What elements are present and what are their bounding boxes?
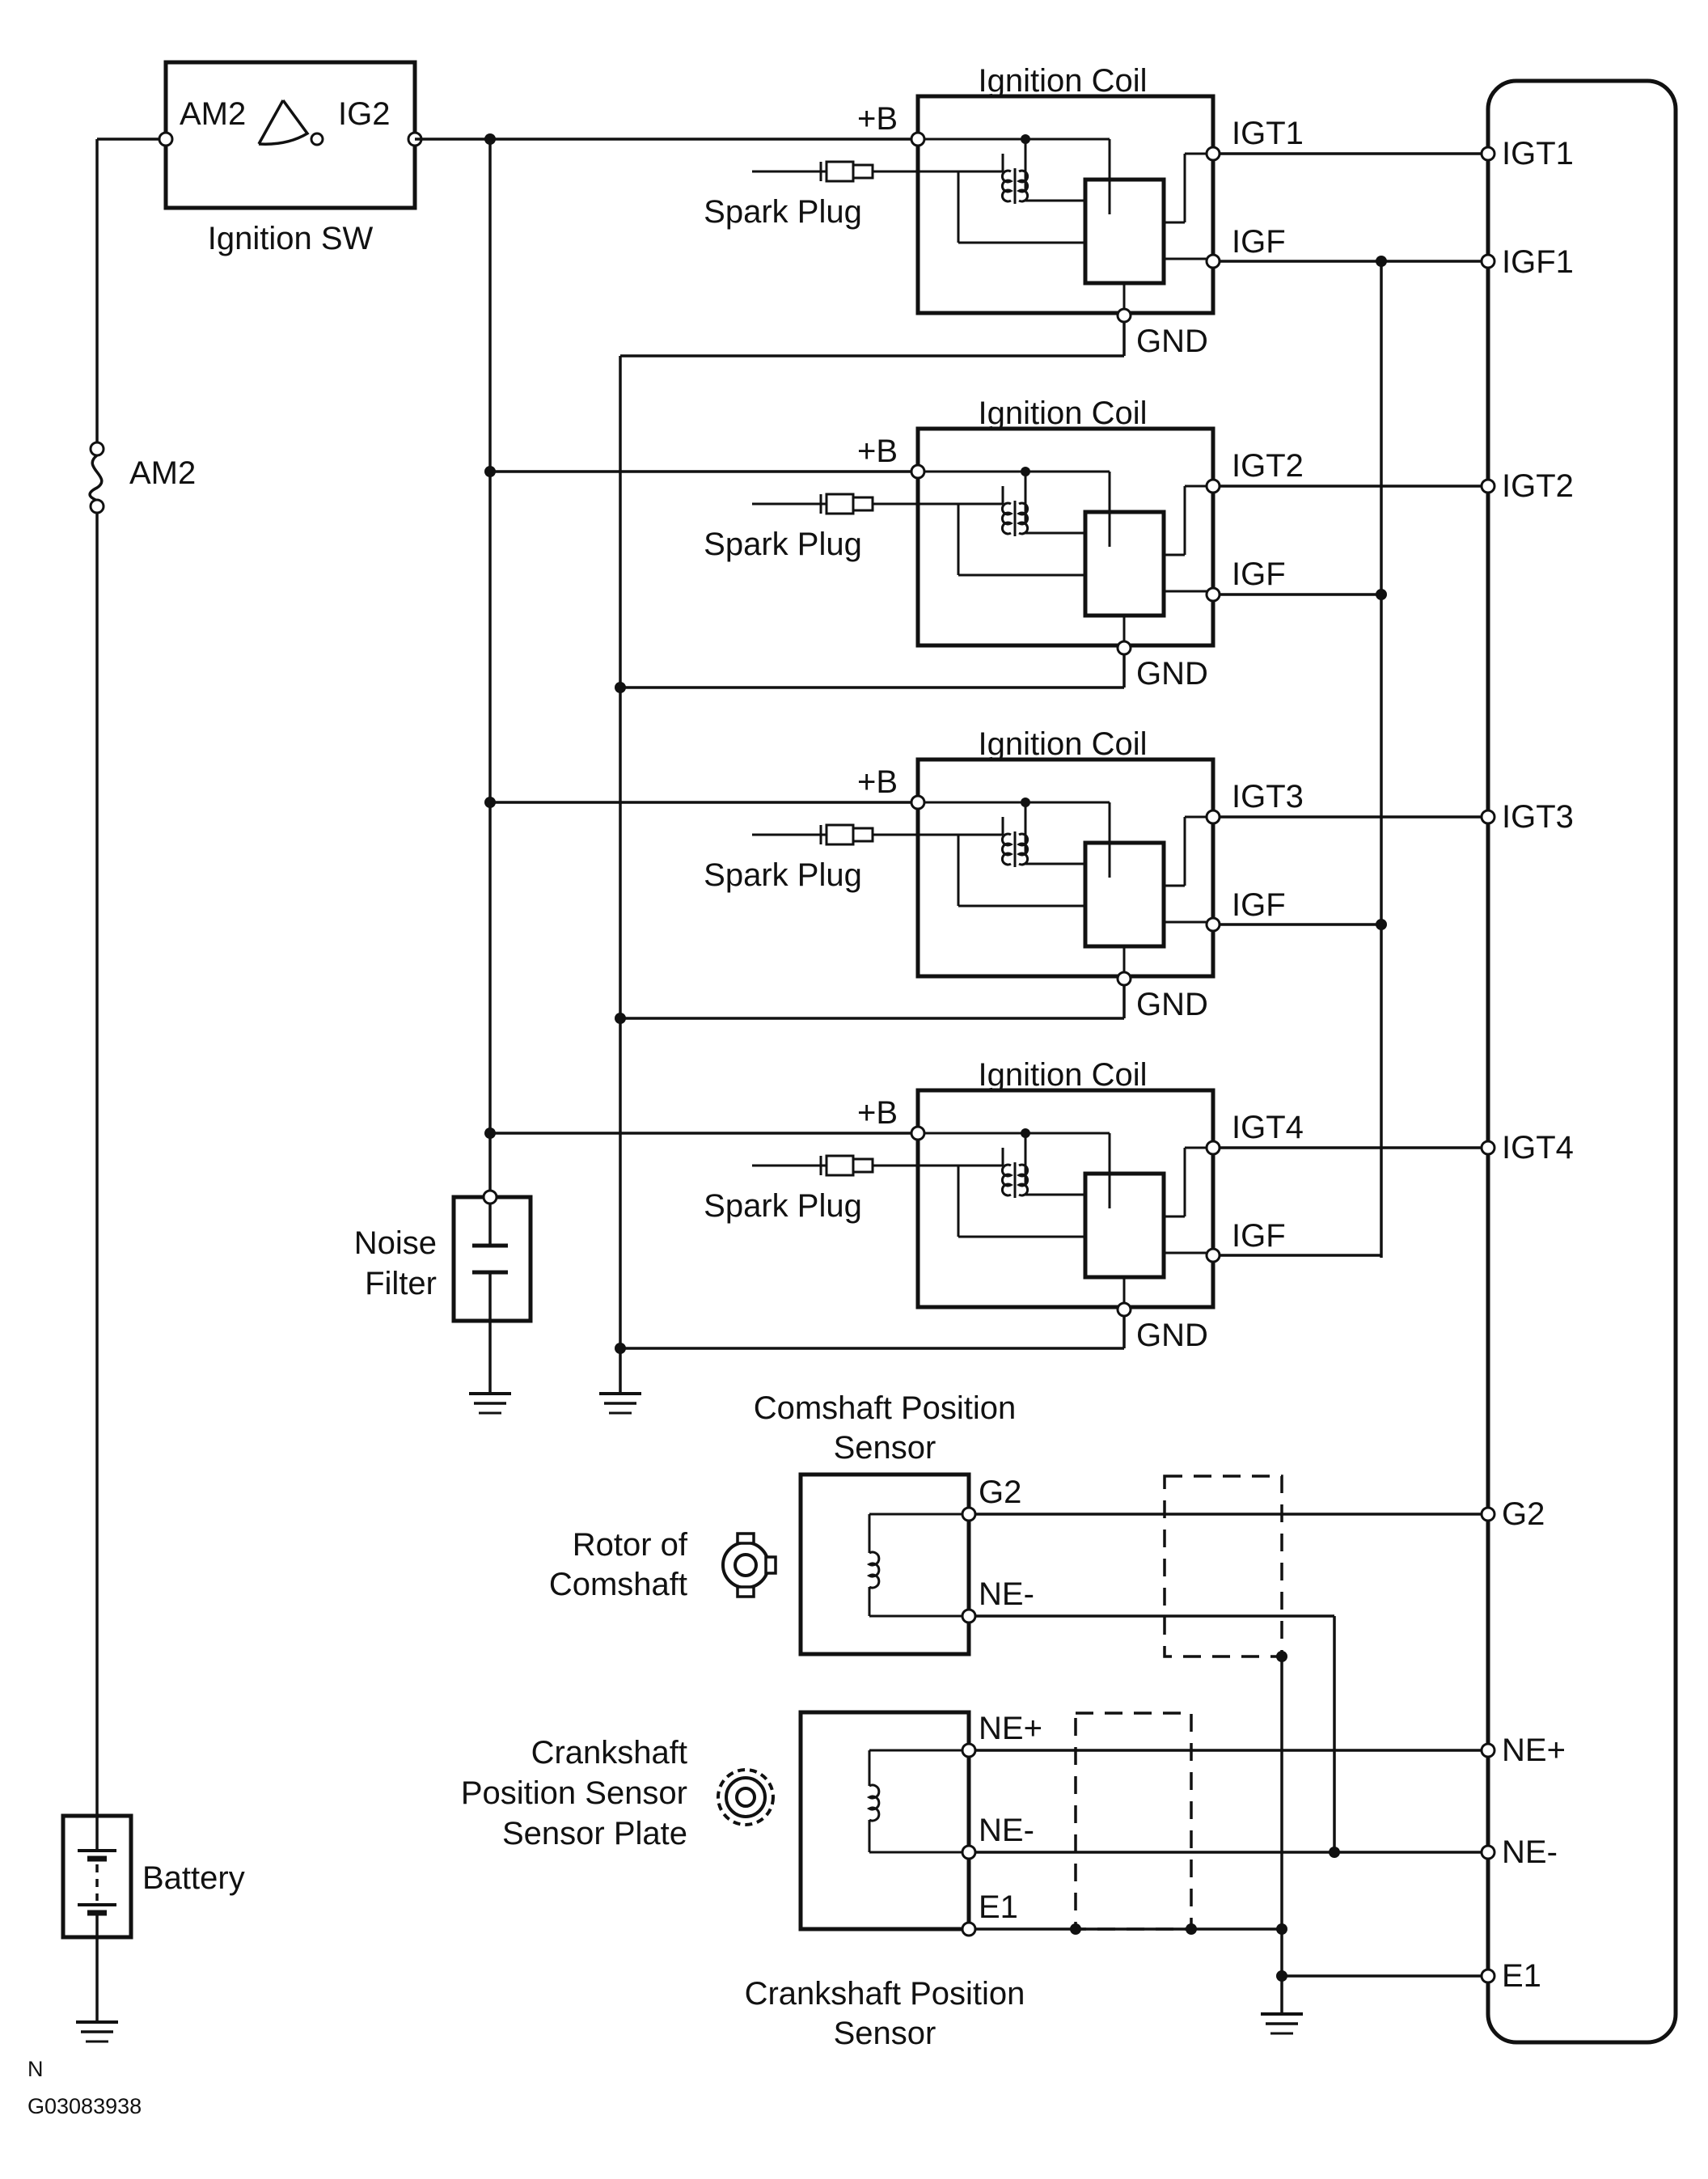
crank-pin-e1: E1 (979, 1889, 1018, 1925)
pin-gnd: GND (1136, 1318, 1208, 1353)
crank-plate-label-3: Sensor Plate (502, 1816, 687, 1851)
spark-plug-icon (752, 160, 958, 183)
battery-icon (61, 1813, 133, 1940)
pin-igt: IGT3 (1232, 779, 1304, 814)
battery-label: Battery (142, 1860, 245, 1896)
ecm-pin-igt2: IGT2 (1502, 468, 1574, 504)
spark-plug-label: Spark Plug (704, 1188, 862, 1224)
crankshaft-sensor-plate-icon (717, 1768, 775, 1826)
pin-igf: IGF (1232, 887, 1286, 923)
footer-n: N (27, 2057, 44, 2081)
noise-filter-label-1: Noise (354, 1225, 437, 1261)
crank-sensor-label-2: Sensor (834, 2016, 936, 2051)
ignition-switch-label: Ignition SW (208, 221, 374, 256)
ignition-coil-2: Ignition Coil +B Spark Plug IGT2 IGF GND (704, 396, 1488, 692)
cam-pin-g2: G2 (979, 1475, 1021, 1510)
spark-plug-icon (752, 823, 958, 846)
noise-filter-icon (451, 1189, 533, 1415)
coil-title: Ignition Coil (978, 63, 1147, 99)
pin-igt: IGT4 (1232, 1110, 1304, 1145)
ground-icon (1261, 2012, 1303, 2035)
cam-sensor-label-2: Sensor (834, 1430, 936, 1466)
ground-icon (599, 1392, 641, 1415)
fuse-am2-icon (88, 441, 105, 514)
pin-igf: IGF (1232, 556, 1286, 592)
crank-pin-ne-minus: NE- (979, 1813, 1034, 1848)
noise-filter-label-2: Filter (365, 1266, 437, 1301)
cam-pin-ne-minus: NE- (979, 1576, 1034, 1612)
ignition-coil-4: Ignition Coil +B Spark Plug IGT4 IGF GND (704, 1057, 1488, 1353)
ecm-pin-igt3: IGT3 (1502, 799, 1574, 835)
ignition-coil-1: Ignition Coil +B Spark Plug IGT1 IGF GND (704, 63, 1488, 359)
pin-igf: IGF (1232, 1218, 1286, 1254)
crankshaft-position-sensor (798, 1710, 1488, 1937)
crank-sensor-label-1: Crankshaft Position (745, 1976, 1025, 2012)
pin-igt: IGT2 (1232, 448, 1304, 484)
ignition-switch (158, 60, 423, 210)
footer-code: G03083938 (27, 2094, 142, 2118)
coil-title: Ignition Coil (978, 726, 1147, 762)
power-circuit (61, 60, 1387, 2043)
ground-icon (76, 2020, 118, 2043)
pin-plus-b: +B (857, 764, 898, 800)
spark-plug-label: Spark Plug (704, 194, 862, 230)
pin-plus-b: +B (857, 101, 898, 137)
pin-gnd: GND (1136, 987, 1208, 1022)
crank-pin-ne-plus: NE+ (979, 1711, 1042, 1746)
ecm-pin-igt1: IGT1 (1502, 136, 1574, 171)
switch-am2-label: AM2 (180, 96, 246, 132)
ecm-pin-igf1: IGF1 (1502, 244, 1574, 280)
cam-rotor-label-2: Comshaft (549, 1567, 687, 1602)
fuse-am2-label: AM2 (129, 455, 196, 491)
ecm-pin-ne-minus: NE- (1502, 1834, 1558, 1870)
switch-ig2-label: IG2 (338, 96, 390, 132)
ignition-coil-3: Ignition Coil +B Spark Plug IGT3 IGF GND (704, 726, 1488, 1022)
spark-plug-icon (752, 1154, 958, 1177)
camshaft-rotor-icon (721, 1532, 777, 1598)
cam-sensor-label-1: Comshaft Position (754, 1390, 1017, 1426)
camshaft-position-sensor (798, 1472, 1488, 1852)
ecm-pin-e1: E1 (1502, 1958, 1541, 1994)
coil-title: Ignition Coil (978, 396, 1147, 431)
coil-title: Ignition Coil (978, 1057, 1147, 1093)
ecm-pin-igt4: IGT4 (1502, 1130, 1574, 1166)
spark-plug-icon (752, 493, 958, 515)
crank-plate-label-2: Position Sensor (461, 1775, 687, 1811)
ecm-pin-ne-plus: NE+ (1502, 1733, 1566, 1768)
ecm-block: IGT1 IGF1 IGT2 IGT3 IGT4 G2 NE+ NE- E1 (1480, 78, 1678, 2045)
pin-igf: IGF (1232, 224, 1286, 260)
pin-plus-b: +B (857, 1095, 898, 1131)
shield-wires (1070, 1475, 1488, 2035)
crank-plate-label-1: Crankshaft (531, 1735, 687, 1771)
cam-rotor-label-1: Rotor of (573, 1527, 688, 1563)
pin-igt: IGT1 (1232, 116, 1304, 151)
ecm-pin-g2: G2 (1502, 1496, 1545, 1532)
pin-gnd: GND (1136, 656, 1208, 692)
spark-plug-label: Spark Plug (704, 857, 862, 893)
pin-plus-b: +B (857, 434, 898, 469)
pin-gnd: GND (1136, 324, 1208, 359)
spark-plug-label: Spark Plug (704, 527, 862, 562)
